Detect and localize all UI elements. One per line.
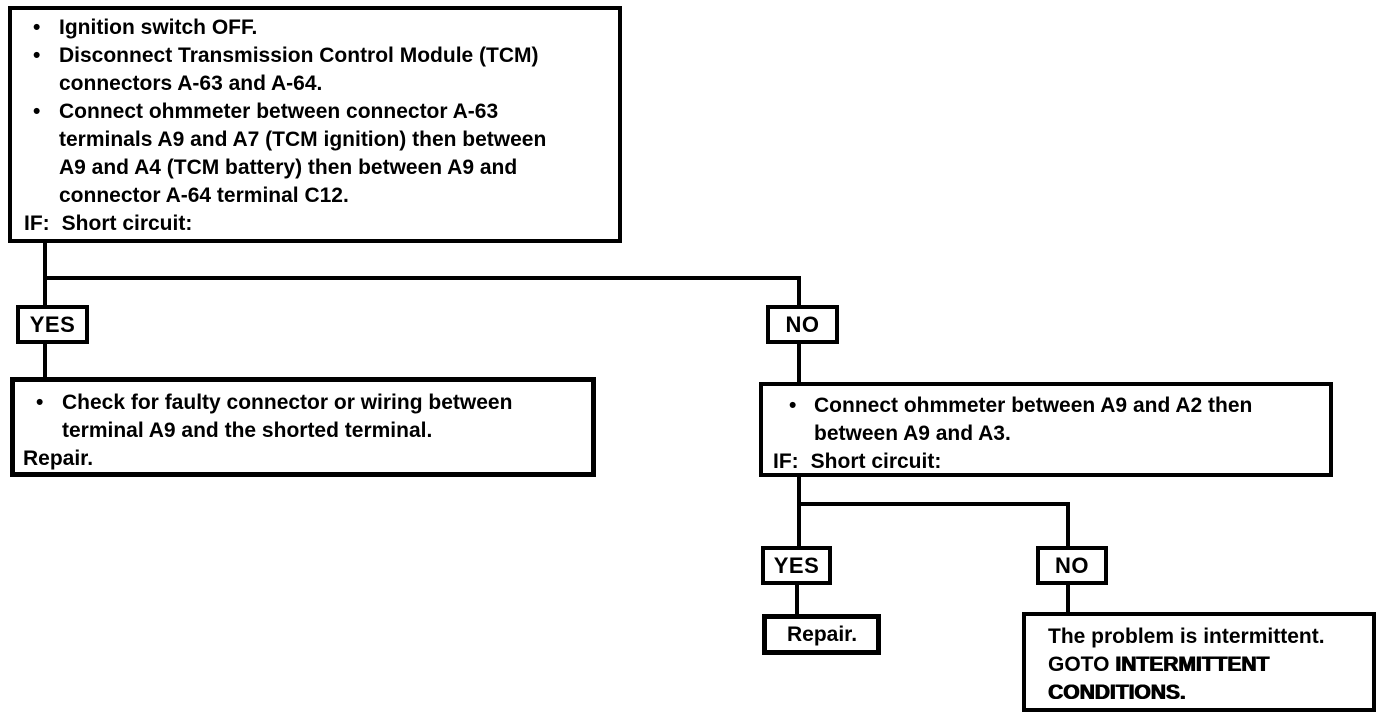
start-step-1: • Ignition switch OFF. xyxy=(18,14,610,42)
if-prefix: IF: xyxy=(24,212,50,235)
repair-text: Repair. xyxy=(787,623,858,646)
connector-line xyxy=(797,276,801,307)
goto-line: GOTO INTERMITTENT CONDITIONS. xyxy=(1048,651,1366,707)
no-step-box: • Connect ohmmeter between A9 and A2 the… xyxy=(759,382,1333,477)
start-condition-box: • Ignition switch OFF. • Disconnect Tran… xyxy=(8,6,622,243)
bullet-icon: • xyxy=(33,100,41,123)
condition-text: Short circuit: xyxy=(61,212,193,235)
repair-box: Repair. xyxy=(762,614,881,655)
bullet-icon: • xyxy=(33,16,41,39)
connector-line xyxy=(43,276,801,280)
no-text: NO xyxy=(1055,552,1089,578)
yes-result-box: • Check for faulty connector or wiring b… xyxy=(10,377,596,477)
action-text: Repair. xyxy=(23,447,94,470)
connector-line xyxy=(43,243,47,307)
connector-line xyxy=(43,344,47,378)
goto-prefix: GOTO xyxy=(1048,653,1116,676)
intermittent-line: The problem is intermittent. xyxy=(1048,625,1325,648)
if-prefix: IF: xyxy=(773,450,799,473)
yes-text: YES xyxy=(29,311,76,337)
step-text: Disconnect Transmission Control Module (… xyxy=(59,44,539,95)
no-step: • Connect ohmmeter between A9 and A2 the… xyxy=(769,392,1321,448)
goto-target: INTERMITTENT CONDITIONS. xyxy=(1048,653,1270,704)
yes-result-step: • Check for faulty connector or wiring b… xyxy=(21,389,583,445)
step-text: Check for faulty connector or wiring bet… xyxy=(62,391,513,442)
connector-line xyxy=(797,502,1070,506)
start-condition-line: IF: Short circuit: xyxy=(18,210,610,238)
repair-action-line: Repair. xyxy=(21,445,583,473)
intermittent-result-box: The problem is intermittent. GOTO INTERM… xyxy=(1022,612,1376,712)
no-text: NO xyxy=(785,311,820,337)
branch1-no-label: NO xyxy=(766,305,839,344)
step-text: Connect ohmmeter between A9 and A2 then … xyxy=(814,394,1253,445)
connector-line xyxy=(797,344,801,382)
branch1-yes-label: YES xyxy=(16,305,89,344)
step-text: Ignition switch OFF. xyxy=(59,16,258,39)
start-step-3: • Connect ohmmeter between connector A-6… xyxy=(18,98,610,210)
condition-text: Short circuit: xyxy=(810,450,942,473)
bullet-icon: • xyxy=(789,394,797,417)
connector-line xyxy=(797,477,801,506)
yes-text: YES xyxy=(773,552,820,578)
no-step-condition-line: IF: Short circuit: xyxy=(769,448,1321,476)
bullet-icon: • xyxy=(33,44,41,67)
start-step-2: • Disconnect Transmission Control Module… xyxy=(18,42,610,98)
branch2-no-label: NO xyxy=(1036,546,1108,585)
step-text: Connect ohmmeter between connector A-63 … xyxy=(59,100,547,207)
connector-line xyxy=(1066,585,1070,613)
bullet-icon: • xyxy=(36,391,44,414)
branch2-yes-label: YES xyxy=(761,546,832,585)
connector-line xyxy=(795,585,799,616)
connector-line xyxy=(1066,502,1070,548)
connector-line xyxy=(797,502,801,548)
